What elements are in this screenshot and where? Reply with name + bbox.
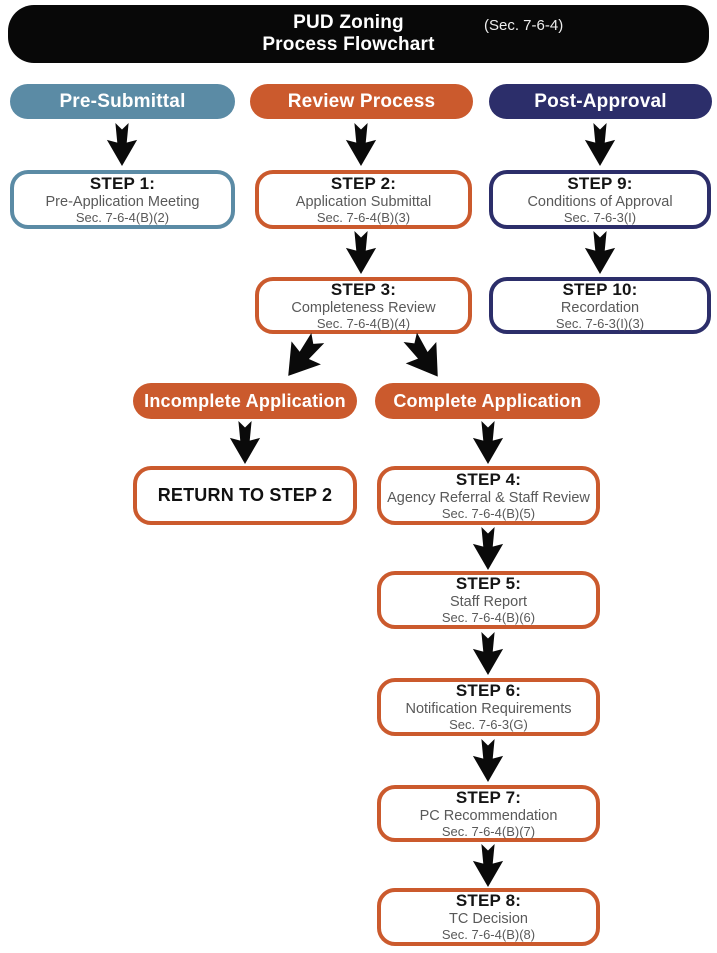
step-8-box: STEP 8: TC Decision Sec. 7-6-4(B)(8) (377, 888, 600, 946)
step-section: Sec. 7-6-4(B)(3) (316, 209, 411, 225)
arrow-down-icon (471, 739, 505, 782)
arrow-down-icon (471, 527, 505, 570)
step-section: Sec. 7-6-4(B)(2) (75, 209, 170, 225)
step-name: Application Submittal (295, 193, 432, 210)
step-name: Completeness Review (291, 299, 436, 316)
column-header-pre-submittal: Pre-Submittal (10, 84, 235, 119)
step-section: Sec. 7-6-4(B)(7) (441, 823, 536, 839)
arrow-down-icon (583, 231, 617, 274)
arrow-down-icon (228, 421, 262, 464)
step-section: Sec. 7-6-4(B)(4) (316, 315, 411, 331)
branch-label: Complete Application (393, 390, 582, 411)
step-title: STEP 5: (455, 574, 522, 594)
step-name: Notification Requirements (405, 701, 572, 718)
step-section: Sec. 7-6-3(I)(3) (555, 315, 645, 331)
step-name: TC Decision (449, 911, 528, 928)
step-1-box: STEP 1: Pre-Application Meeting Sec. 7-6… (10, 170, 235, 229)
return-label: RETURN TO STEP 2 (157, 485, 333, 505)
complete-application-pill: Complete Application (375, 383, 600, 419)
title-bar: PUD Zoning Process Flowchart (Sec. 7-6-4… (8, 5, 709, 63)
step-title: STEP 3: (330, 279, 397, 299)
column-label: Pre-Submittal (59, 90, 186, 112)
step-10-box: STEP 10: Recordation Sec. 7-6-3(I)(3) (489, 277, 711, 334)
column-header-review-process: Review Process (250, 84, 473, 119)
step-name: Staff Report (449, 594, 528, 611)
step-6-box: STEP 6: Notification Requirements Sec. 7… (377, 678, 600, 736)
arrow-down-icon (344, 123, 378, 166)
step-section: Sec. 7-6-4(B)(6) (441, 610, 536, 626)
arrow-down-icon (583, 123, 617, 166)
step-title: STEP 2: (330, 173, 397, 193)
step-title: STEP 4: (455, 469, 522, 489)
title-line-1: PUD Zoning (293, 12, 404, 33)
arrow-down-icon (344, 231, 378, 274)
return-to-step-2-box: RETURN TO STEP 2 (133, 466, 357, 525)
arrow-down-icon (471, 844, 505, 887)
step-title: STEP 7: (455, 787, 522, 807)
step-9-box: STEP 9: Conditions of Approval Sec. 7-6-… (489, 170, 711, 229)
step-2-box: STEP 2: Application Submittal Sec. 7-6-4… (255, 170, 472, 229)
step-7-box: STEP 7: PC Recommendation Sec. 7-6-4(B)(… (377, 785, 600, 842)
arrow-down-right-icon (393, 325, 455, 388)
title-section-reference: (Sec. 7-6-4) (484, 17, 564, 34)
incomplete-application-pill: Incomplete Application (133, 383, 357, 419)
step-name: Pre-Application Meeting (45, 193, 200, 210)
column-label: Review Process (287, 90, 436, 112)
step-section: Sec. 7-6-4(B)(5) (441, 505, 536, 521)
step-5-box: STEP 5: Staff Report Sec. 7-6-4(B)(6) (377, 571, 600, 629)
step-title: STEP 6: (455, 681, 522, 701)
step-title: STEP 9: (567, 173, 633, 193)
arrow-down-icon (105, 123, 139, 166)
page-title: PUD Zoning Process Flowchart (8, 12, 709, 56)
step-title: STEP 8: (455, 891, 522, 911)
arrow-down-left-icon (272, 325, 335, 389)
arrow-down-icon (471, 632, 505, 675)
step-4-box: STEP 4: Agency Referral & Staff Review S… (377, 466, 600, 525)
branch-label: Incomplete Application (144, 390, 346, 411)
step-3-box: STEP 3: Completeness Review Sec. 7-6-4(B… (255, 277, 472, 334)
step-section: Sec. 7-6-3(I) (563, 209, 637, 225)
title-line-2: Process Flowchart (262, 34, 435, 55)
step-name: Agency Referral & Staff Review (387, 489, 590, 506)
column-label: Post-Approval (534, 90, 667, 112)
arrow-down-icon (471, 421, 505, 464)
step-name: PC Recommendation (419, 807, 558, 824)
column-header-post-approval: Post-Approval (489, 84, 712, 119)
step-section: Sec. 7-6-4(B)(8) (441, 927, 536, 943)
step-title: STEP 10: (562, 279, 638, 299)
step-section: Sec. 7-6-3(G) (449, 717, 528, 733)
step-title: STEP 1: (89, 173, 156, 193)
step-name: Conditions of Approval (527, 193, 673, 210)
step-name: Recordation (560, 299, 640, 316)
